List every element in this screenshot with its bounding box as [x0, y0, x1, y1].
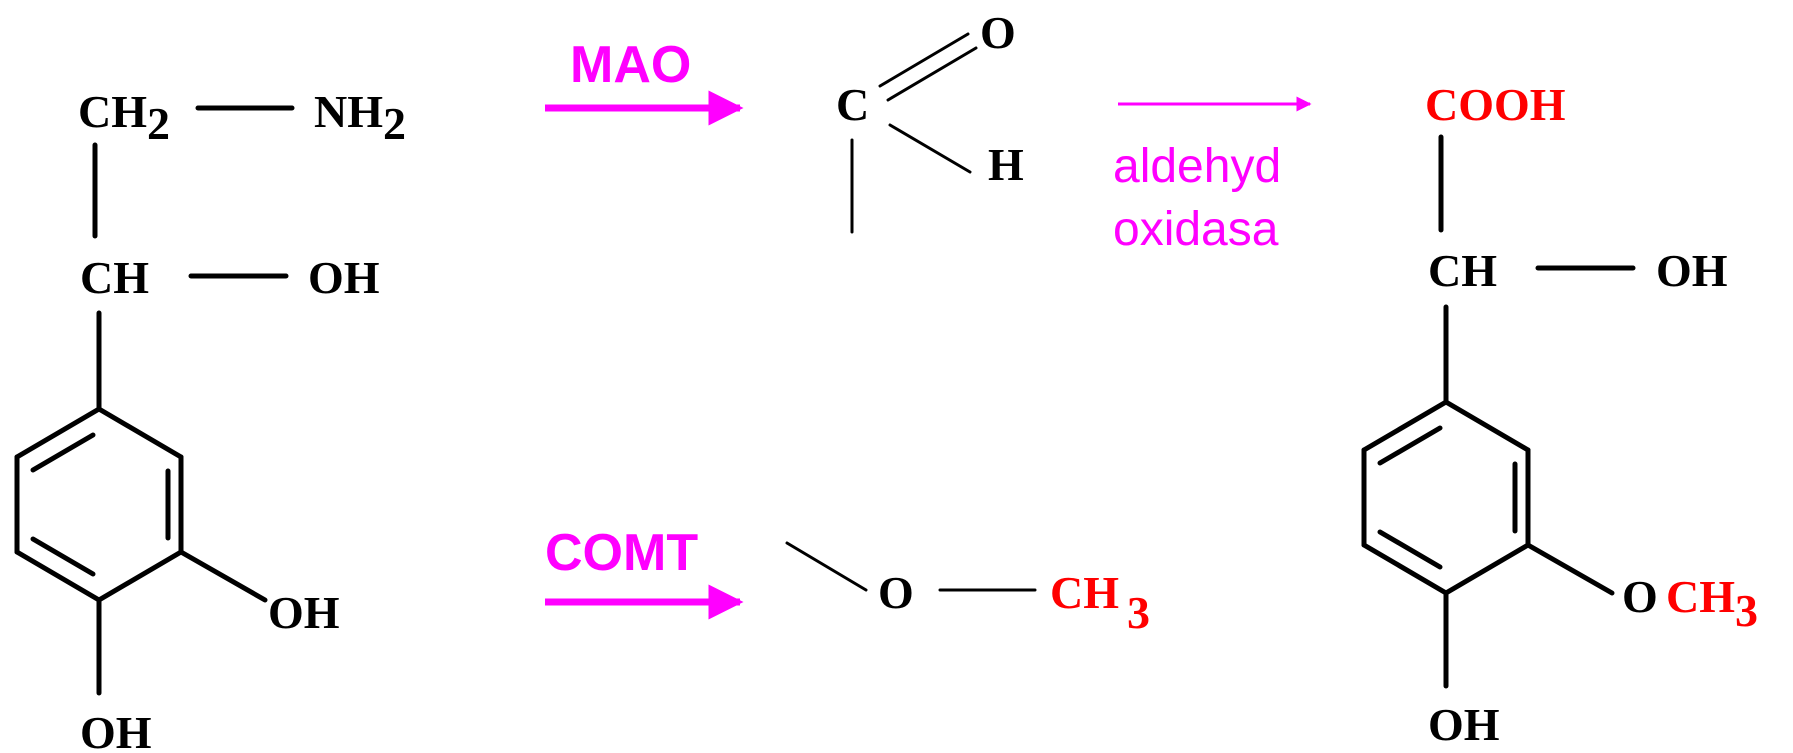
ring-double-bond	[1377, 425, 1443, 466]
reaction-arrows	[545, 90, 1312, 620]
atom-o: O	[980, 7, 1016, 58]
ring-bond	[1443, 399, 1531, 453]
bond-c-h	[888, 123, 972, 174]
product-molecule	[1361, 134, 1636, 689]
atom-nh2: NH2	[314, 86, 406, 149]
atom-oh-ring-para: OH	[80, 707, 152, 753]
atom-o-methoxy: O	[878, 567, 914, 618]
atom-o-methoxy: O	[1622, 571, 1658, 622]
ring-bond	[14, 549, 102, 603]
atom-ch2: CH2	[78, 86, 170, 149]
ring-bond	[14, 406, 102, 460]
atom-ch3-methoxy: CH3	[1666, 571, 1758, 636]
ring-bond	[1443, 542, 1531, 596]
ring-bond	[1361, 542, 1449, 596]
enzyme-oxidase-line2: oxidasa	[1113, 203, 1279, 256]
atom-oh-ring-para: OH	[1428, 699, 1500, 750]
atom-ch: CH	[80, 252, 149, 303]
ring-bond	[96, 406, 184, 460]
product-atom-labels: COOH CH OH O CH3 OH	[1425, 79, 1758, 750]
bond-to-o	[785, 541, 868, 592]
substrate-molecule	[14, 105, 295, 696]
enzyme-mao: MAO	[570, 36, 691, 94]
ring-double-bond	[30, 432, 96, 473]
atom-cooh: COOH	[1425, 79, 1566, 130]
ring-double-bond	[30, 536, 96, 577]
enzyme-oxidase-line1: aldehyd	[1113, 140, 1281, 193]
methoxy-fragment	[785, 541, 1037, 592]
atom-oh-ring-meta: OH	[268, 587, 340, 638]
aldehyde-fragment	[850, 32, 978, 234]
atom-oh-side: OH	[308, 252, 380, 303]
bond-c-o-double-1	[878, 32, 970, 88]
ring-bond	[96, 549, 184, 603]
bond-ring-oh-meta	[178, 549, 268, 603]
bond-c-o-double-2	[886, 46, 978, 102]
bond-ring-och3	[1525, 542, 1615, 596]
ring-double-bond	[1377, 529, 1443, 570]
enzyme-labels: MAO aldehyd oxidasa COMT	[545, 36, 1281, 582]
atom-h: H	[988, 139, 1024, 190]
substrate-atom-labels: CH2 NH2 CH OH OH OH	[78, 86, 406, 753]
atom-oh-side: OH	[1656, 245, 1728, 296]
atom-ch: CH	[1428, 245, 1497, 296]
ring-bond	[1361, 399, 1449, 453]
aldehyde-atom-labels: C O H	[836, 7, 1024, 190]
enzyme-comt: COMT	[545, 524, 698, 582]
atom-c: C	[836, 79, 869, 130]
